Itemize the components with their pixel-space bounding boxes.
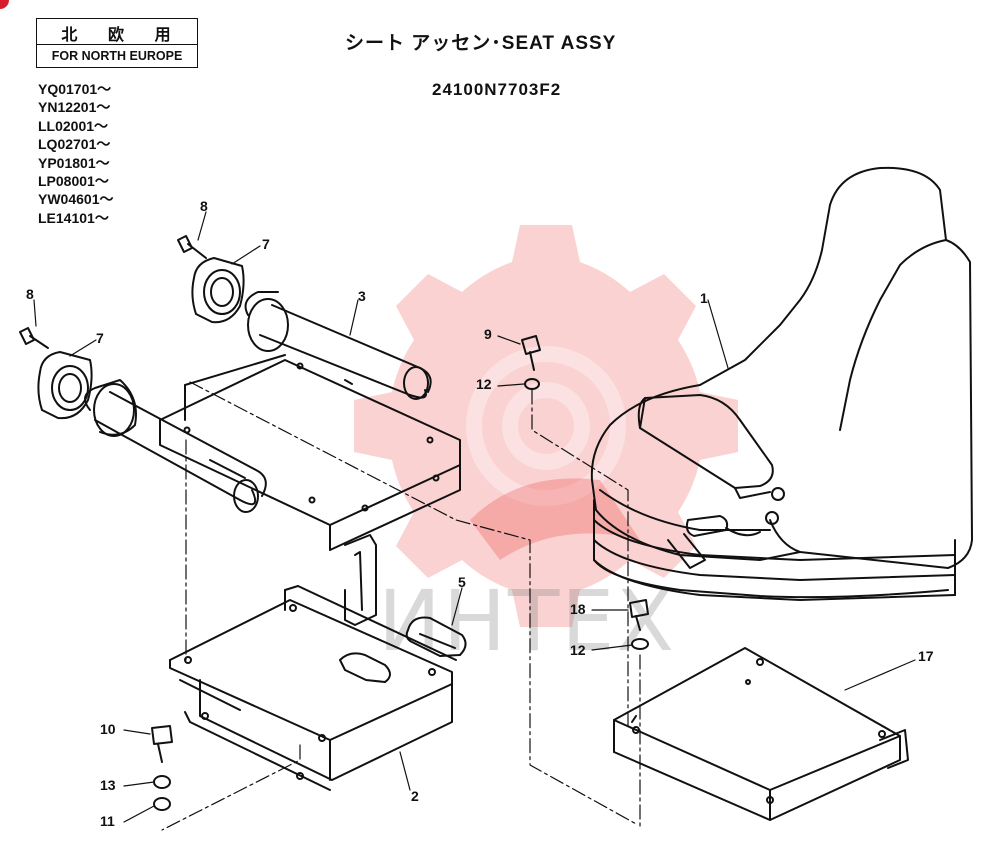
callout-5: 5	[458, 574, 466, 590]
region-label-en: FOR NORTH EUROPE	[37, 44, 197, 67]
callout-3: 3	[358, 288, 366, 304]
callout-9: 9	[484, 326, 492, 342]
callout-10: 10	[100, 721, 116, 737]
callout-12: 12	[476, 376, 492, 392]
serial-range: LQ02701～	[38, 136, 111, 153]
callout-17: 17	[918, 648, 934, 664]
region-label-ja: 北 欧 用	[37, 21, 197, 44]
hanger-bracket	[344, 534, 377, 626]
callout-7: 7	[262, 236, 270, 252]
callout-18: 18	[570, 601, 586, 617]
serial-range: YP01801～	[38, 154, 110, 171]
callout-8: 8	[26, 286, 34, 302]
serial-range: LL02001～	[38, 117, 109, 134]
bolt-part-10	[151, 725, 173, 811]
grommet-part-5	[405, 616, 467, 657]
flange-part-7	[37, 257, 245, 420]
serial-range-list: YQ01701～ YN12201～ LL02001～ LQ02701～ YP01…	[38, 80, 113, 227]
serial-range: LE14101～	[38, 209, 109, 226]
part-number: 24100N7703F2	[432, 80, 562, 99]
leader-lines	[33, 211, 916, 823]
callout-7: 7	[96, 330, 104, 346]
region-char: 北	[61, 27, 80, 44]
bolt-part-9	[521, 335, 541, 390]
callout-8: 8	[200, 198, 208, 214]
callout-1: 1	[700, 290, 708, 306]
callout-11: 11	[100, 813, 115, 829]
serial-range: YW04601～	[38, 191, 114, 208]
serial-range: LP08001～	[38, 173, 109, 190]
seat-plate-part-17	[613, 647, 909, 821]
region-char: 用	[154, 27, 173, 44]
page-title: シート アッセン･SEAT ASSY	[345, 33, 617, 54]
bolt-part-18	[629, 599, 649, 650]
tube-bracket-assembly	[84, 291, 461, 551]
region-char: 欧	[107, 27, 126, 44]
callout-2: 2	[411, 788, 419, 804]
watermark-text: ИНТЕХ	[378, 572, 676, 670]
corner-mark	[0, 0, 9, 9]
base-plate	[169, 585, 457, 791]
callout-12: 12	[570, 642, 586, 658]
seat-assembly	[590, 166, 973, 601]
bolt-part-8	[19, 235, 207, 349]
assembly-lines	[161, 381, 641, 831]
region-label-box: 北 欧 用 FOR NORTH EUROPE	[36, 18, 198, 68]
serial-range: YN12201～	[38, 99, 111, 116]
serial-range: YQ01701～	[38, 81, 112, 97]
callout-13: 13	[100, 777, 116, 793]
